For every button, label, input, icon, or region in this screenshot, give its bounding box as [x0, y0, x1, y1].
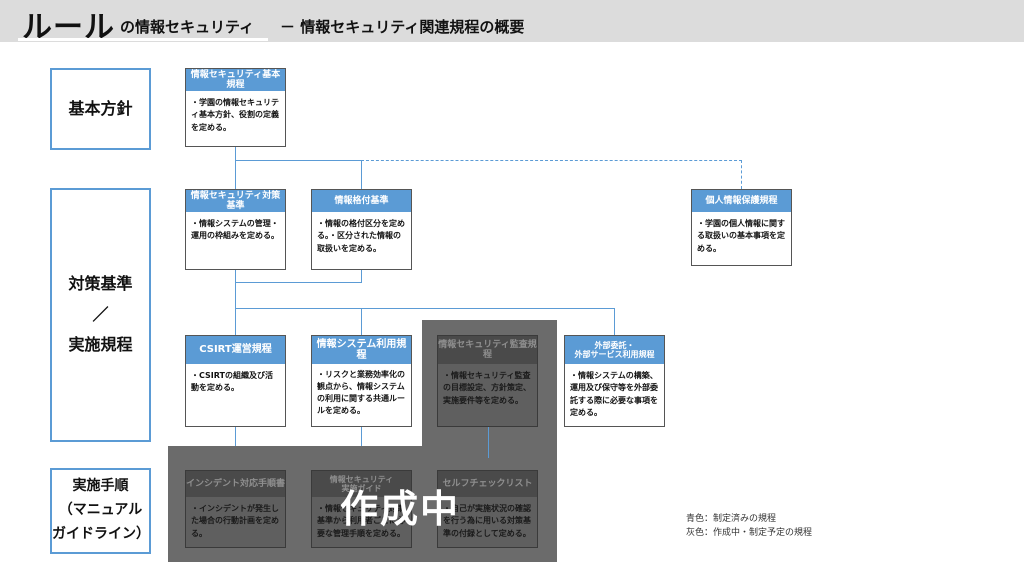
page-description: － 情報セキュリティ関連規程の概要 [280, 18, 525, 36]
dashed-connector [741, 160, 742, 189]
box-title: 情報セキュリティ監査規程 [438, 336, 537, 364]
box-title: 個人情報保護規程 [692, 190, 791, 212]
level-basic-policy: 基本方針 [50, 68, 151, 150]
box-checklist: セルフチェックリスト ・自己が実施状況の確認を行う為に用いる対策基準の付録として… [437, 470, 538, 548]
connector-arrow [488, 426, 489, 458]
box-title: CSIRT運営規程 [186, 336, 285, 364]
connector-arrow [235, 426, 236, 458]
connector [235, 146, 236, 189]
connector [235, 282, 362, 283]
box-title-line: 情報セキュリティ [329, 474, 394, 484]
box-title: 情報セキュリティ基本規程 [186, 69, 285, 91]
box-title: 情報格付基準 [312, 190, 411, 212]
box-body: ・学園の個人情報に関する取扱いの基本事項を定める。 [697, 219, 785, 253]
level-procedures-label-2: （マニュアル [58, 502, 143, 519]
box-body: ・情報セキュリティ対策基準から利用者ごとに必要な管理手順を定める。 [317, 504, 405, 538]
box-incident: インシデント対応手順書 ・インシデントが発生した場合の行動計画を定める。 [185, 470, 286, 548]
connector [235, 308, 615, 309]
box-body: ・CSIRTの組織及び活動を定める。 [191, 371, 274, 393]
box-audit: 情報セキュリティ監査規程 ・情報セキュリティ監査の目標設定、方針策定、実施要件等… [437, 335, 538, 427]
legend-blue: 青色：制定済みの規程 [686, 514, 777, 524]
box-basic-rules: 情報セキュリティ基本規程 ・学園の情報セキュリティ基本方針、役割の定義を定める。 [185, 68, 286, 147]
page-title-suffix: の情報セキュリティ [120, 18, 255, 36]
connector [361, 160, 362, 189]
box-security-standards: 情報セキュリティ対策基準 ・情報システムの管理・運用の枠組みを定める。 [185, 189, 286, 270]
box-body: ・情報システムの構築、運用及び保守等を外部委託する際に必要な事項を定める。 [570, 371, 658, 418]
box-title: 外部委託・ 外部サービス利用規程 [565, 336, 664, 364]
box-csirt: CSIRT運営規程 ・CSIRTの組織及び活動を定める。 [185, 335, 286, 427]
box-title-line: 外部サービス利用規程 [574, 350, 655, 359]
level-procedures: 実施手順 （マニュアル ガイドライン） [50, 468, 151, 554]
level-procedures-label-1: 実施手順 [72, 478, 129, 495]
box-classification: 情報格付基準 ・情報の格付区分を定める。・区分された情報の取扱いを定める。 [311, 189, 412, 270]
box-body: ・情報の格付区分を定める。・区分された情報の取扱いを定める。 [317, 219, 405, 253]
connector [235, 269, 236, 335]
box-outsourcing: 外部委託・ 外部サービス利用規程 ・情報システムの構築、運用及び保守等を外部委託… [564, 335, 665, 427]
box-guide: 情報セキュリティ 実施ガイド ・情報セキュリティ対策基準から利用者ごとに必要な管… [311, 470, 412, 548]
box-body: ・自己が実施状況の確認を行う為に用いる対策基準の付録として定める。 [443, 504, 531, 538]
level-standards-label-1: 対策基準 [68, 274, 133, 294]
box-title: セルフチェックリスト [438, 471, 537, 497]
box-title: インシデント対応手順書 [186, 471, 285, 497]
legend: 青色：制定済みの規程 灰色：作成中・制定予定の規程 [686, 512, 812, 541]
box-title-line: 外部委託・ [594, 340, 635, 350]
level-procedures-label-3: ガイドライン） [52, 525, 150, 542]
title-underline [18, 38, 268, 41]
level-standards-label-2: ／ [92, 304, 109, 324]
level-standards-label-3: 実施規程 [68, 335, 133, 355]
legend-gray: 灰色：作成中・制定予定の規程 [686, 528, 813, 539]
level-standards: 対策基準 ／ 実施規程 [50, 188, 151, 442]
connector [361, 308, 362, 335]
box-title: 情報システム利用規程 [312, 336, 411, 364]
connector [361, 269, 362, 282]
box-body: ・情報システムの管理・運用の枠組みを定める。 [191, 219, 279, 241]
box-title: 情報セキュリティ対策基準 [186, 190, 285, 212]
box-body: ・情報セキュリティ監査の目標設定、方針策定、実施要件等を定める。 [443, 371, 531, 405]
box-body: ・リスクと業務効率化の観点から、情報システムの利用に関する共通ルールを定める。 [317, 370, 405, 415]
connector [614, 308, 615, 335]
connector [235, 160, 361, 161]
box-title: 情報セキュリティ 実施ガイド [312, 471, 411, 497]
connector-arrow [361, 426, 362, 458]
in-progress-label: 作成中 [340, 487, 461, 531]
level-basic-policy-label: 基本方針 [68, 98, 133, 118]
box-system-usage: 情報システム利用規程 ・リスクと業務効率化の観点から、情報システムの利用に関する… [311, 335, 412, 427]
box-body: ・学園の情報セキュリティ基本方針、役割の定義を定める。 [191, 98, 279, 132]
header-bar: ルール の情報セキュリティ － 情報セキュリティ関連規程の概要 [0, 0, 1024, 45]
box-privacy: 個人情報保護規程 ・学園の個人情報に関する取扱いの基本事項を定める。 [691, 189, 792, 266]
box-body: ・インシデントが発生した場合の行動計画を定める。 [191, 504, 279, 538]
box-title-line: 実施ガイド [341, 484, 382, 493]
dashed-connector [361, 160, 742, 161]
